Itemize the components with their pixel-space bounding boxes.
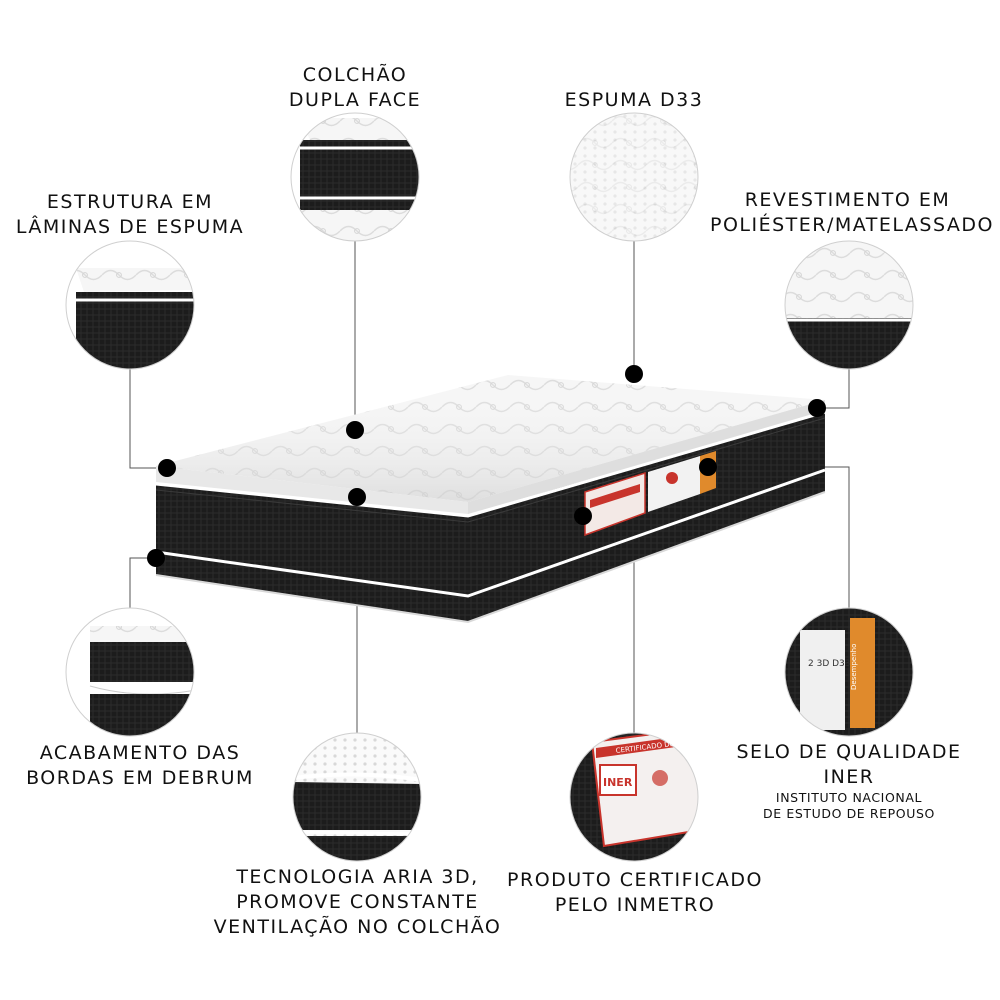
mattress-right-side <box>468 405 825 622</box>
label-line: TECNOLOGIA ARIA 3D, <box>236 866 479 888</box>
detail-circle-tecnologia <box>292 732 422 862</box>
mattress-piping-mid <box>155 468 826 598</box>
detail-circle-revestimento <box>784 240 914 370</box>
label-tecnologia: TECNOLOGIA ARIA 3D, PROMOVE CONSTANTE VE… <box>200 865 515 940</box>
label-estrutura: ESTRUTURA EM LÂMINAS DE ESPUMA <box>10 190 250 240</box>
detail-circle-certificado: CERTIFICADO DE QUALIDADE INER <box>569 732 718 862</box>
marker-dot-estrutura <box>158 459 176 477</box>
label-line: BORDAS EM DEBRUM <box>26 767 254 789</box>
selo-tag-text: Desempenho <box>850 644 858 690</box>
detail-circle-acabamento <box>65 607 195 737</box>
detail-circle-selo: 2 3D D33 Desempenho <box>784 607 914 737</box>
label-certificado: PRODUTO CERTIFICADO PELO INMETRO <box>504 868 766 918</box>
label-line: DUPLA FACE <box>288 89 422 111</box>
mattress <box>155 375 826 624</box>
label-line: LÂMINAS DE ESPUMA <box>15 216 245 238</box>
marker-dot-certificado <box>574 507 592 525</box>
marker-dot-espuma <box>625 365 643 383</box>
label-line: PRODUTO CERTIFICADO <box>507 869 763 891</box>
marker-dot-acabamento <box>147 549 165 567</box>
detail-circle-espuma <box>569 112 699 242</box>
label-line: ESPUMA D33 <box>564 89 704 111</box>
label-dupla-face: COLCHÃO DUPLA FACE <box>255 63 455 113</box>
marker-dots <box>147 365 826 567</box>
label-line: ACABAMENTO DAS <box>39 742 241 764</box>
detail-circle-dupla-face <box>290 112 420 242</box>
label-subline: INSTITUTO NACIONAL <box>775 790 923 805</box>
label-selo: SELO DE QUALIDADE INER INSTITUTO NACIONA… <box>729 740 969 822</box>
label-revestimento: REVESTIMENTO EM POLIÉSTER/MATELASSADO <box>710 188 994 238</box>
detail-circle-estrutura <box>65 240 195 370</box>
label-line: PROMOVE CONSTANTE <box>236 891 479 913</box>
mattress-front-side <box>156 484 468 622</box>
label-acabamento: ACABAMENTO DAS BORDAS EM DEBRUM <box>20 741 260 791</box>
label-line: REVESTIMENTO EM <box>744 189 951 211</box>
label-line: SELO DE QUALIDADE <box>736 741 962 763</box>
mattress-piping-top <box>155 410 826 518</box>
marker-dot-revestimento <box>808 399 826 417</box>
label-espuma: ESPUMA D33 <box>534 88 734 113</box>
label-line: POLIÉSTER/MATELASSADO <box>710 214 994 236</box>
iner-logo-text: INER <box>603 776 633 789</box>
label-subline: DE ESTUDO DE REPOUSO <box>763 806 935 821</box>
label-line: VENTILAÇÃO NO COLCHÃO <box>213 916 502 938</box>
marker-dot-dupla-face <box>346 421 364 439</box>
selo-model-text: 2 3D D33 <box>808 659 851 669</box>
mattress-piping-bottom <box>155 491 826 624</box>
label-line: PELO INMETRO <box>554 894 716 916</box>
label-line: INER <box>823 766 875 788</box>
marker-dot-tecnologia <box>348 488 366 506</box>
marker-dot-selo <box>699 458 717 476</box>
label-line: COLCHÃO <box>302 64 408 86</box>
label-line: ESTRUTURA EM <box>46 191 214 213</box>
